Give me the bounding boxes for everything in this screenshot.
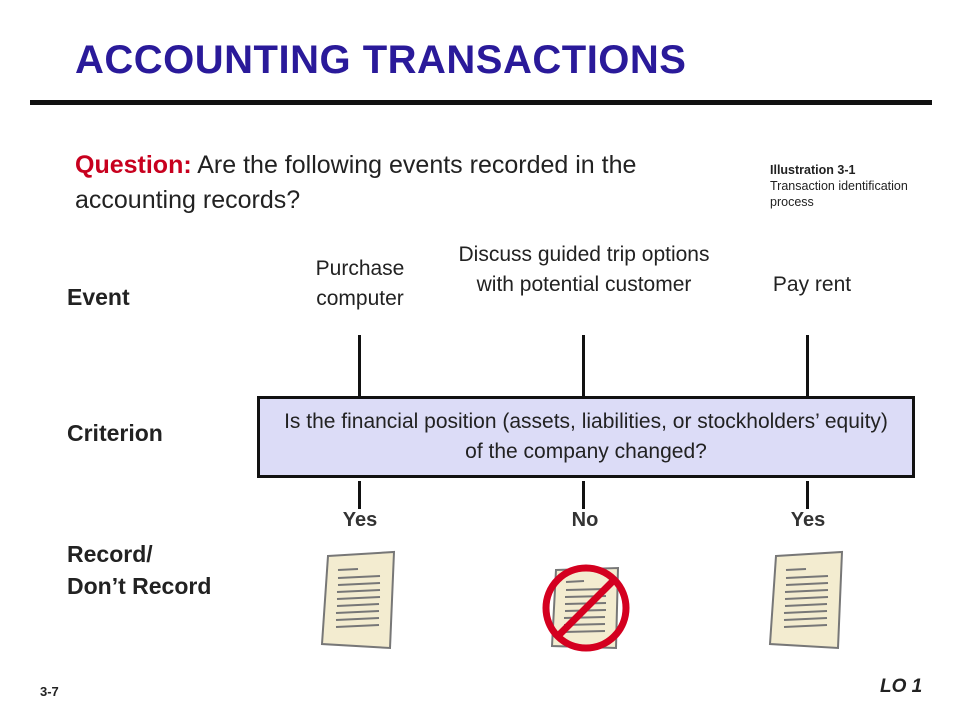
event-discuss-trip: Discuss guided trip options with potenti…: [458, 243, 710, 296]
slide-number: 3-7: [40, 684, 59, 699]
learning-objective: LO 1: [880, 676, 923, 697]
document-do-not-record-icon: [542, 564, 630, 652]
connector-answer-2: [582, 481, 585, 509]
question-body: Are the following events recorded in the…: [75, 151, 637, 214]
document-record-icon-1: [320, 550, 396, 650]
connector-answer-3: [806, 481, 809, 509]
event-pay-rent: Pay rent: [772, 273, 852, 296]
document-record-icon-2: [768, 550, 844, 650]
connector-event-3: [806, 335, 809, 397]
row-label-criterion: Criterion: [67, 420, 163, 446]
row-label-record-line2: Don’t Record: [67, 573, 212, 599]
row-label-record: Record/ Don’t Record: [67, 538, 211, 602]
criterion-text: Is the financial position (assets, liabi…: [284, 410, 888, 463]
criterion-box: Is the financial position (assets, liabi…: [257, 396, 915, 478]
no-circle-icon: [542, 564, 630, 652]
answer-yes-1: Yes: [342, 509, 378, 531]
row-label-event: Event: [67, 284, 130, 310]
answer-yes-2: Yes: [790, 509, 826, 531]
connector-event-1: [358, 335, 361, 397]
illustration-title: Illustration 3-1: [770, 163, 856, 177]
question-text: Question: Are the following events recor…: [75, 148, 715, 218]
title-divider: [30, 100, 932, 105]
answer-no: No: [571, 509, 599, 531]
row-label-record-line1: Record/: [67, 541, 153, 567]
connector-event-2: [582, 335, 585, 397]
illustration-description: Transaction identification process: [770, 179, 908, 209]
illustration-caption: Illustration 3-1 Transaction identificat…: [770, 162, 940, 210]
connector-answer-1: [358, 481, 361, 509]
page-title: ACCOUNTING TRANSACTIONS: [75, 38, 687, 82]
question-label: Question:: [75, 151, 192, 179]
event-purchase-computer: Purchase computer: [315, 257, 405, 310]
no-slash-icon: [555, 577, 617, 639]
